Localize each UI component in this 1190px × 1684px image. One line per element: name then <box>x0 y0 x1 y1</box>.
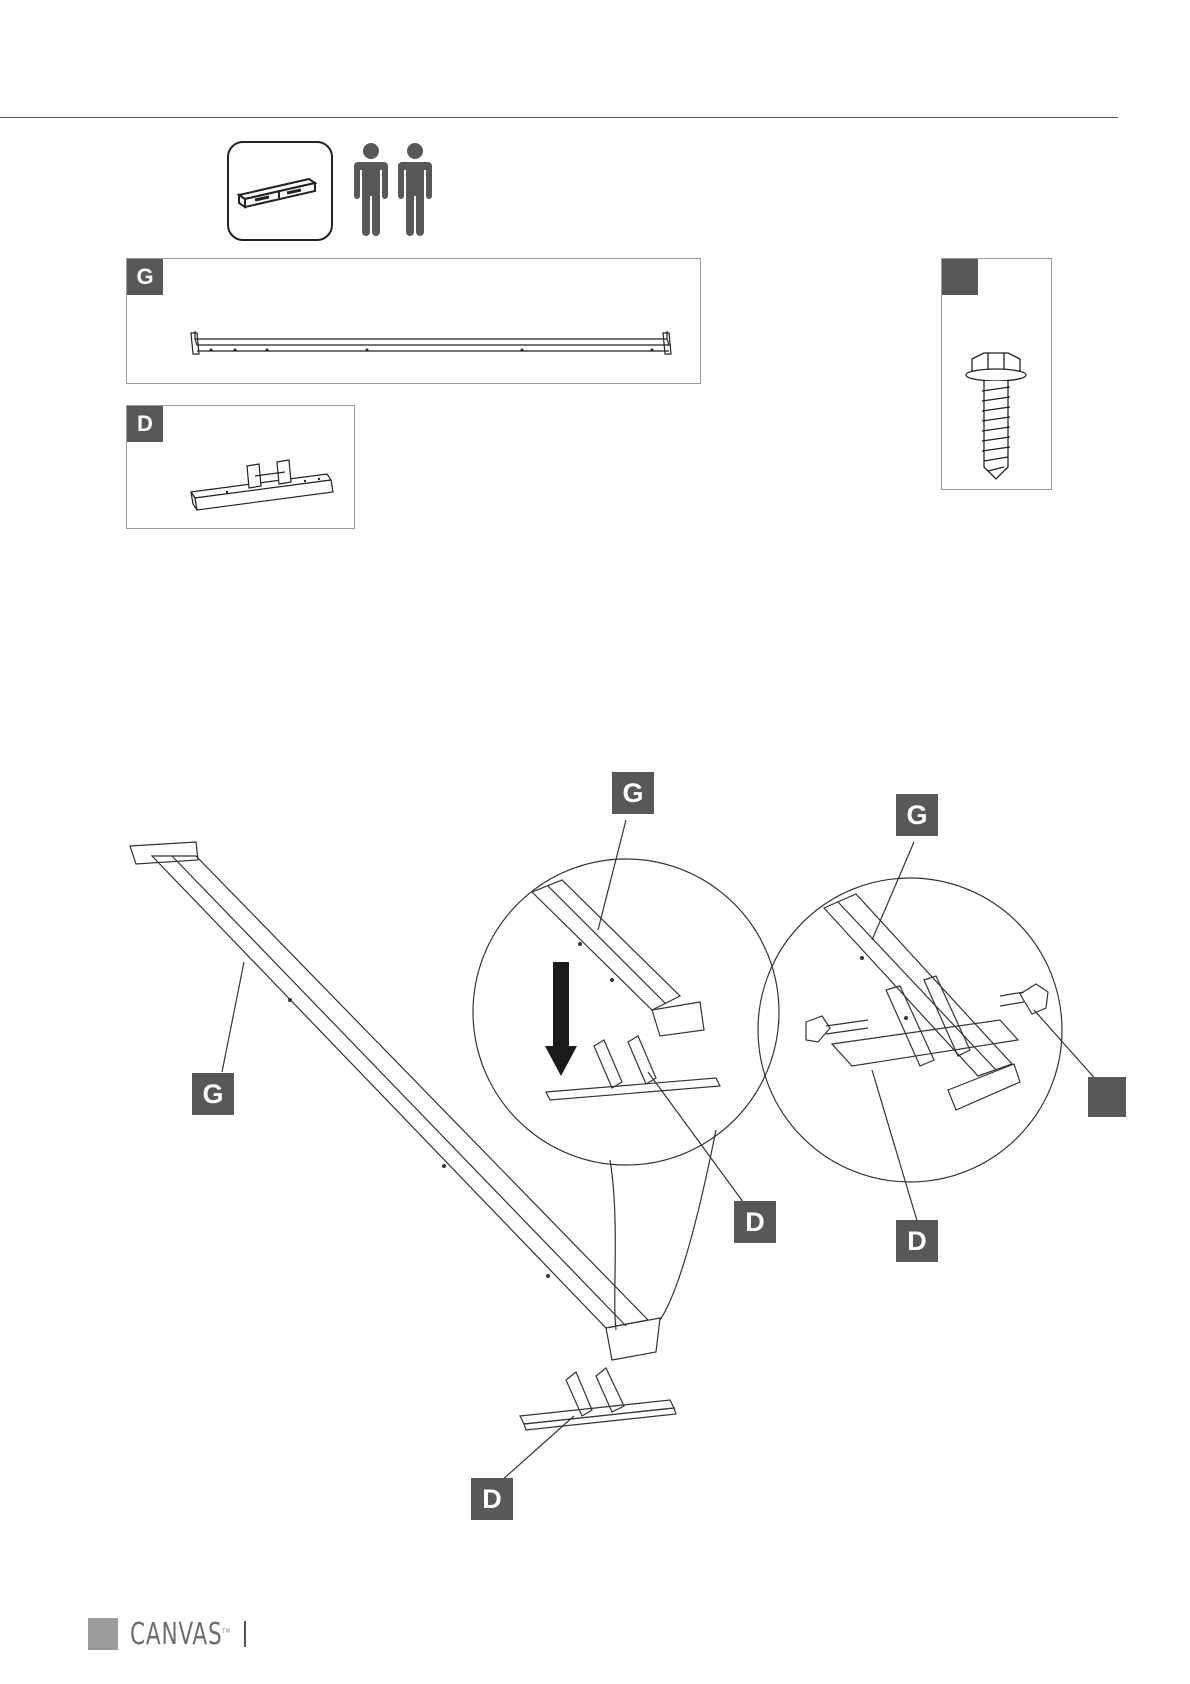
down-arrow-icon <box>545 962 577 1076</box>
detail1-d-label: D <box>734 1201 776 1243</box>
bracket-icon <box>127 406 354 528</box>
part-g-box: G <box>126 258 701 384</box>
bar-d-label: D <box>471 1478 513 1520</box>
brand-logo: CANVASTM <box>88 1617 246 1651</box>
screw-part-box <box>941 258 1052 490</box>
brand-square <box>88 1618 118 1650</box>
hex-screw-icon <box>942 259 1051 489</box>
detail2-screw-label <box>1088 1077 1126 1117</box>
brand-separator <box>244 1621 246 1647</box>
tool-requirement-box <box>227 141 333 241</box>
bar-g-label: G <box>192 1073 234 1115</box>
detail2-d-label: D <box>896 1220 938 1262</box>
detail1-g-label: G <box>612 772 654 814</box>
spirit-level-icon <box>229 143 331 239</box>
part-d-box: D <box>126 405 355 529</box>
brand-name: CANVASTM <box>130 1617 230 1652</box>
header-rule <box>0 117 1118 118</box>
long-bar-icon <box>127 259 700 383</box>
detail2-g-label: G <box>896 794 938 836</box>
